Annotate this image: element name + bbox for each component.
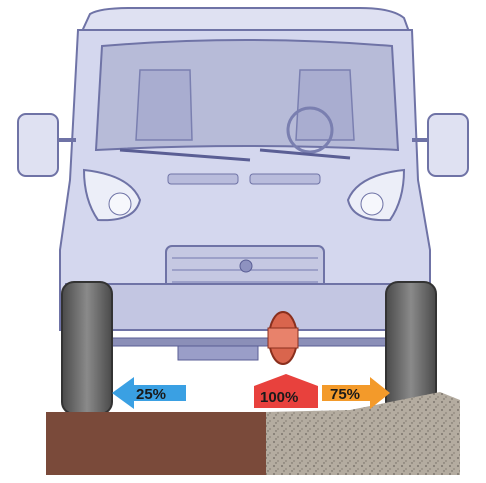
axle-shaft-right xyxy=(288,338,388,346)
van-body xyxy=(60,8,430,330)
hood-vent-left xyxy=(168,174,238,184)
bumper xyxy=(66,284,420,330)
arrow-center-100: 100% xyxy=(254,374,318,408)
axle-shaft-left xyxy=(108,338,278,346)
seat-left xyxy=(136,70,192,140)
arrow-left-label: 25% xyxy=(136,386,166,403)
arrow-left-25: 25% xyxy=(112,377,186,409)
mirror-left xyxy=(18,114,76,176)
headlight-left-lens xyxy=(109,193,131,215)
exhaust xyxy=(178,346,258,360)
ground-mud xyxy=(46,412,266,475)
arrow-center-label: 100% xyxy=(260,389,298,406)
differential-housing xyxy=(268,328,298,348)
tire-right xyxy=(386,282,436,414)
hood-vent-right xyxy=(250,174,320,184)
headlight-right-lens xyxy=(361,193,383,215)
brand-badge xyxy=(240,260,252,272)
seat-right xyxy=(296,70,354,140)
arrow-right-label: 75% xyxy=(330,386,360,403)
mirror-right xyxy=(412,114,468,176)
tire-left xyxy=(62,282,112,414)
